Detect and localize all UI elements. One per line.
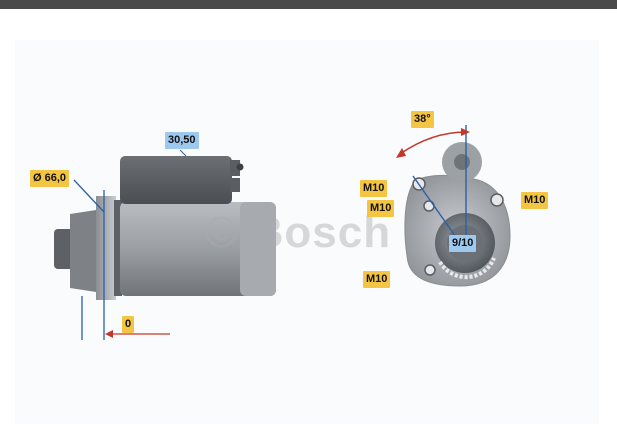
width-label: 30,50 (165, 132, 199, 149)
diameter-label: Ø 66,0 (30, 170, 70, 187)
front-dimensions (396, 125, 470, 241)
angle-arrow-right (461, 128, 470, 136)
angle-label: 38° (411, 111, 434, 128)
end-cap (240, 202, 276, 296)
thread-label-top-left-2: M10 (367, 200, 395, 217)
front-view-starter (404, 142, 511, 287)
flange-ring (114, 200, 122, 296)
side-dimensions (73, 149, 187, 340)
thread-label-bottom-left: M10 (363, 271, 391, 288)
side-view-starter (54, 156, 276, 300)
solenoid-center (454, 154, 470, 170)
offset-arrow (105, 330, 113, 338)
terminal-upper (230, 160, 240, 176)
terminal-nut (236, 163, 244, 171)
thread-label-top-left-1: M10 (360, 180, 388, 197)
terminal-lower (230, 178, 240, 192)
watermark: © Bosch (205, 208, 392, 257)
bolt-hole-middle (423, 200, 435, 212)
angle-arrow-left (396, 148, 406, 158)
nose-housing (70, 210, 96, 292)
angle-arc (399, 131, 467, 155)
bolt-hole-bottom (424, 264, 436, 276)
solenoid (120, 156, 232, 204)
motor-body (120, 202, 276, 296)
bolt-hole-right (490, 193, 504, 207)
offset-label: 0 (122, 316, 135, 333)
angled-axis-line (412, 175, 459, 241)
mounting-flange (96, 196, 116, 300)
diameter-leader (73, 179, 105, 213)
pinion-label: 9/10 (449, 235, 477, 252)
thread-label-right: M10 (521, 192, 549, 209)
top-bar (0, 0, 617, 9)
width-leader (179, 149, 187, 157)
